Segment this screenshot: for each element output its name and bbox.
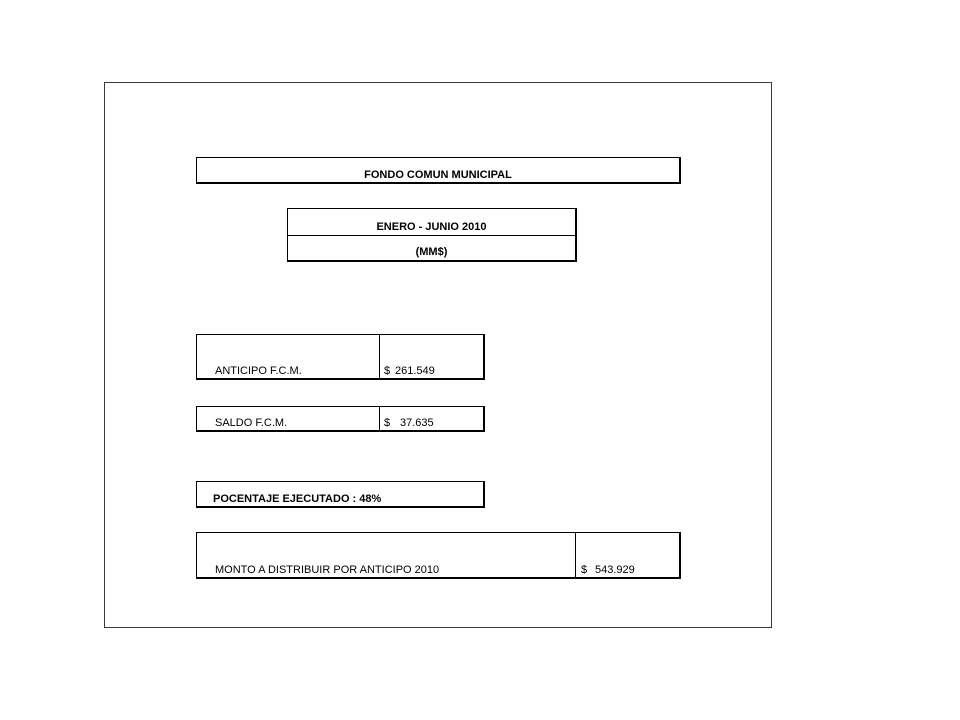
unit-label: (MM$) bbox=[415, 246, 448, 258]
saldo-separator bbox=[379, 407, 380, 430]
saldo-row: SALDO F.C.M. $ 37.635 bbox=[196, 406, 485, 432]
document-frame bbox=[104, 82, 772, 628]
saldo-label: SALDO F.C.M. bbox=[215, 417, 288, 429]
anticipo-label: ANTICIPO F.C.M. bbox=[215, 365, 302, 377]
anticipo-separator bbox=[379, 335, 380, 378]
period-box: ENERO - JUNIO 2010 (MM$) bbox=[287, 208, 577, 262]
title-box: FONDO COMUN MUNICIPAL bbox=[196, 157, 681, 184]
monto-currency: $ bbox=[581, 564, 588, 576]
page-title: FONDO COMUN MUNICIPAL bbox=[364, 169, 512, 181]
anticipo-row: ANTICIPO F.C.M. $ 261.549 bbox=[196, 334, 485, 380]
monto-separator bbox=[575, 533, 576, 577]
saldo-currency: $ bbox=[384, 417, 391, 429]
monto-row: MONTO A DISTRIBUIR POR ANTICIPO 2010 $ 5… bbox=[196, 532, 681, 579]
anticipo-amount: 261.549 bbox=[395, 365, 435, 377]
anticipo-currency: $ bbox=[384, 365, 391, 377]
period-divider bbox=[288, 235, 575, 236]
saldo-amount: 37.635 bbox=[400, 417, 434, 429]
monto-amount: 543.929 bbox=[595, 564, 635, 576]
porcentaje-label: POCENTAJE EJECUTADO : 48% bbox=[213, 493, 382, 505]
period-label: ENERO - JUNIO 2010 bbox=[376, 221, 487, 233]
monto-label: MONTO A DISTRIBUIR POR ANTICIPO 2010 bbox=[215, 564, 440, 576]
porcentaje-row: POCENTAJE EJECUTADO : 48% bbox=[196, 481, 485, 508]
